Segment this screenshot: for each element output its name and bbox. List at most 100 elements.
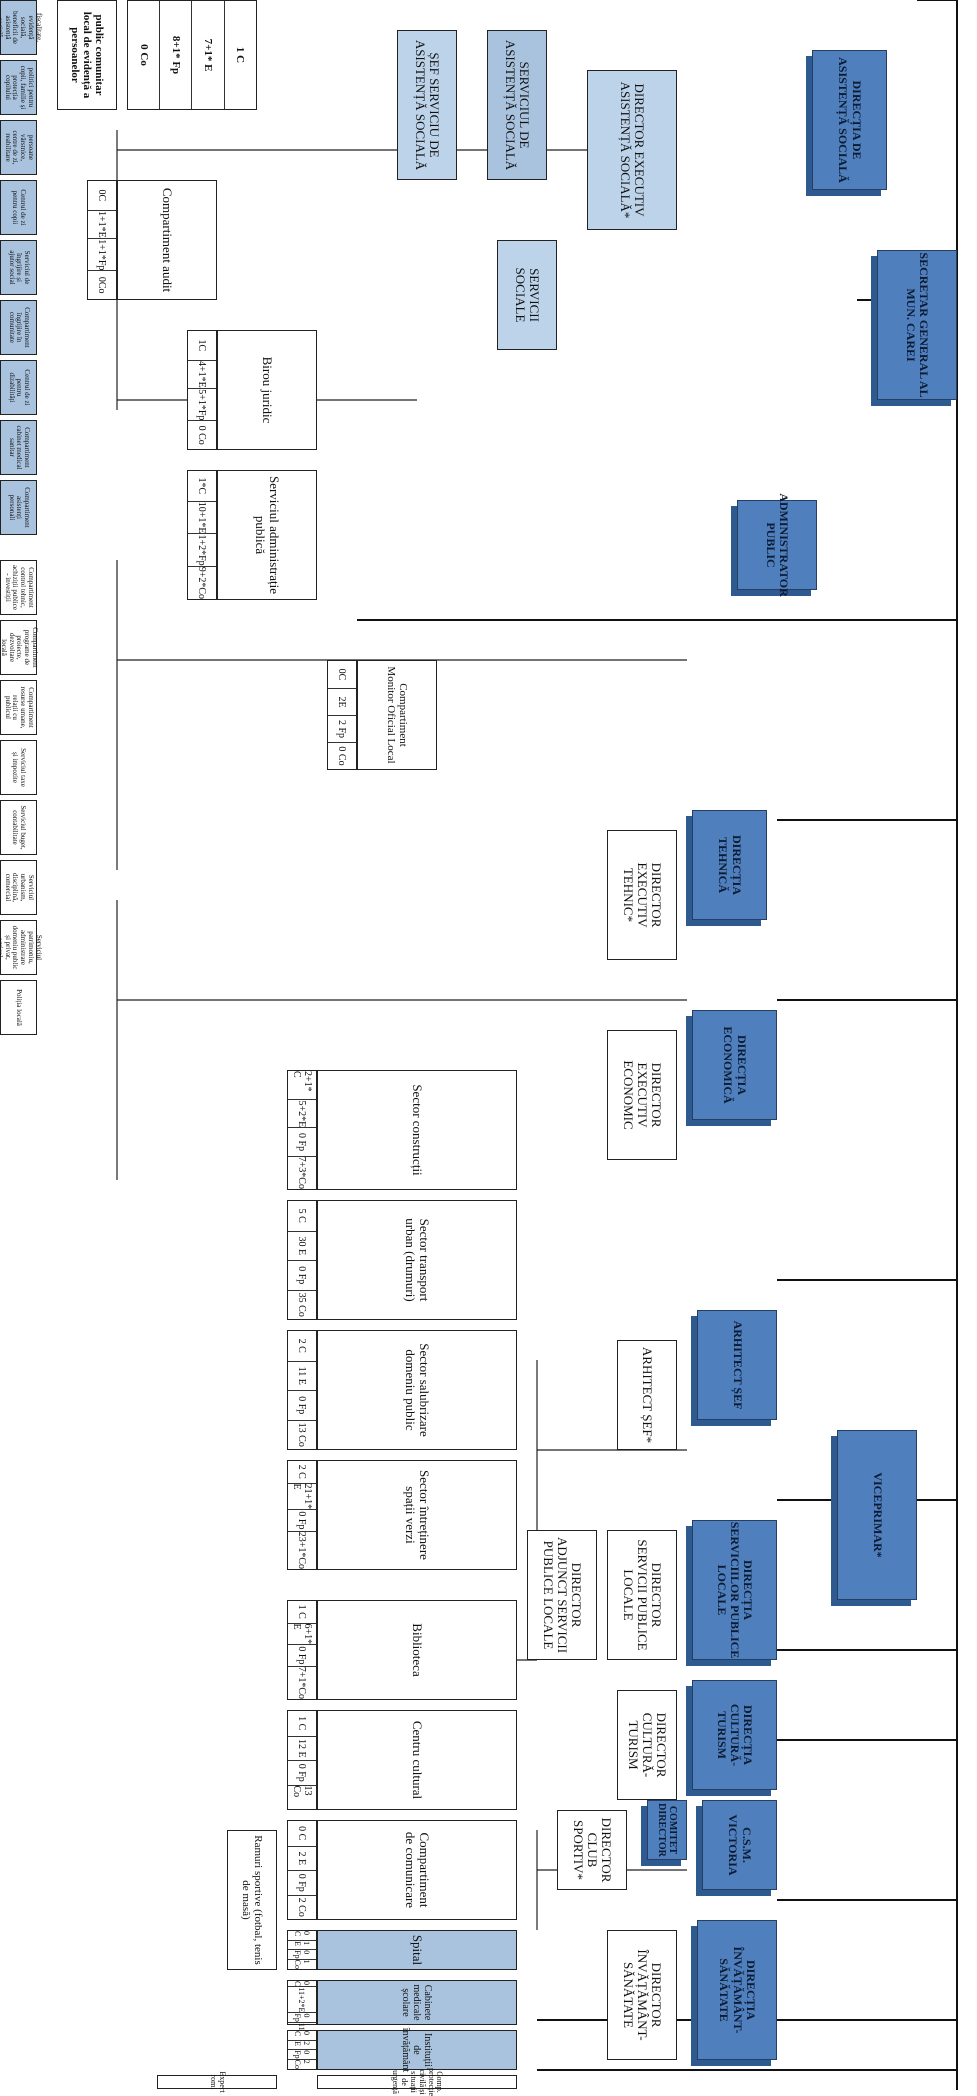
count: 0 C	[296, 1826, 308, 1841]
count: 1 C	[296, 1716, 308, 1731]
servicii-sociale: SERVICII SOCIALE	[497, 240, 557, 350]
count: 0 Fp	[288, 1390, 316, 1420]
count: 1 E	[288, 1940, 316, 1950]
unit-comitet-director: COMITET DIRECTOR	[647, 1800, 687, 1860]
count: 10+1*E	[188, 500, 216, 534]
dept-spatii-verzi: Sector întreținere spații verzi	[317, 1460, 517, 1570]
count: 0 Fp	[288, 2049, 316, 2059]
count: 1+2*Fp	[188, 533, 216, 566]
partial-box: Compartiment programe de proiecte, dezvo…	[0, 620, 39, 675]
count: 0 Fp	[288, 1509, 316, 1531]
count: 2 Co	[288, 1894, 316, 1919]
count: 2+1* C	[291, 1071, 313, 1092]
unit-viceprimar: VICEPRIMAR*	[837, 1430, 917, 1600]
director-asistenta: DIRECTOR EXECUTIV ASISTENȚĂ SOCIALĂ*	[587, 70, 677, 230]
dept-centru-cultural: Centru cultural	[317, 1710, 517, 1810]
partial-box: Centrul de zi pentru dizabilități	[0, 360, 37, 415]
dept-cabinete-counts: 0 C11+2*E0 Fp11+2*Co	[287, 1980, 317, 2053]
count: 1C	[196, 339, 208, 352]
partial-box: Serviciul buget, contabilitate	[0, 800, 37, 855]
partial-box: Compartiment asistenți personali	[0, 480, 37, 535]
partial-box: Compartiment control tehnic, achiziții p…	[0, 560, 37, 615]
director-servicii-publice: DIRECTOR SERVICII PUBLICE LOCALE	[607, 1530, 677, 1660]
count: 0 Fp	[288, 1127, 316, 1156]
count: 9+2*Co	[188, 565, 216, 599]
partial-box: Serviciul taxe și impozite	[0, 740, 37, 795]
unit-csm-victoria: C.S.M. VICTORIA	[702, 1800, 777, 1890]
count: 21+1* E	[288, 1482, 316, 1510]
director-cultura: DIRECTOR CULTURĂ-TURISM	[617, 1690, 677, 1800]
public-record-title: public comunitar local de evidență a per…	[57, 0, 117, 110]
count: 0 C	[293, 1931, 311, 1937]
count: 0C	[336, 668, 348, 681]
count: 1 Co	[288, 1958, 316, 1969]
count: 0 C	[293, 2031, 311, 2037]
unit-dir-asistenta: DIRECȚIA DE ASISTENȚĂ SOCIALĂ	[812, 50, 887, 190]
partial-box: persoane vârstnice, centre de zi, reabil…	[0, 120, 37, 175]
count-e: 7+1* E	[191, 1, 224, 109]
count-fp: 8+1* Fp	[159, 1, 192, 109]
count: 1+1*Fp	[88, 238, 116, 271]
count: 0 Fp	[288, 1260, 316, 1290]
partial-box: Compartiment cabinet medical sanitar	[0, 420, 37, 475]
partial-box: Poliția locală	[0, 980, 37, 1035]
dept-expert-romi: Expert romi	[157, 2071, 277, 2093]
dept-protectie: Comp. protecție civilă și situații de ur…	[317, 2068, 517, 2096]
unit-administrator-public: ADMINISTRATOR PUBLIC	[737, 493, 817, 597]
count-co: 0 Co	[137, 44, 150, 66]
count: 2 Co	[288, 2058, 316, 2069]
count: 35 Co	[288, 1289, 316, 1319]
count: 2 Fp	[328, 715, 356, 742]
partial-box: Serviciul patrimoniu, administrare domen…	[0, 920, 43, 975]
unit-dir-economica: DIRECȚIA ECONOMICĂ	[692, 1010, 777, 1120]
partial-box: fiscalitate, evidență socială, beneficii…	[0, 0, 43, 55]
count: 0 Co	[188, 420, 216, 449]
dept-transport: Sector transport urban (drumuri)	[317, 1200, 517, 1320]
count: 5 C	[296, 1208, 308, 1223]
partial-box: Serviciul de îngrijire și ajutor social	[0, 240, 37, 295]
count: 0 Fp	[288, 1949, 316, 1959]
director-invatamant: DIRECTOR ÎNVĂȚĂMÂNT-SĂNĂTATE	[607, 1930, 677, 2060]
serviciul-asistenta: SERVICIUL DE ASISTENȚĂ SOCIALĂ	[487, 30, 547, 180]
count: 1+1*E	[88, 209, 116, 239]
partial-box: Compartiment îngrijire în comunitate	[0, 300, 37, 355]
count: 12 E	[288, 1735, 316, 1760]
count: 11 E	[288, 1360, 316, 1390]
count: 2 E	[288, 2040, 316, 2050]
dept-administratie: Serviciul administrație publică	[217, 470, 317, 600]
director-adjunct: DIRECTOR ADJUNCT SERVICII PUBLICE LOCALE	[527, 1530, 597, 1660]
count: 5+2*E	[288, 1099, 316, 1128]
director-club: DIRECTOR CLUB SPORTIV*	[557, 1810, 627, 1890]
count: 0 Fp	[288, 1870, 316, 1895]
count: 13 Co	[288, 1419, 316, 1449]
dept-monitor: Compartiment Monitor Oficial Local	[357, 660, 437, 770]
count: 1 C	[296, 1604, 308, 1619]
dept-juridic: Birou juridic	[217, 330, 317, 450]
dept-biblioteca: Biblioteca	[317, 1600, 517, 1700]
count: 5+1*Fp	[188, 388, 216, 421]
dept-audit: Compartiment audit	[117, 180, 217, 300]
count: 0 Co	[328, 742, 356, 769]
arhitect-director: ARHITECT ȘEF*	[617, 1340, 677, 1450]
unit-arhitect-sef: ARHITECT ȘEF	[697, 1310, 777, 1420]
unit-dir-invatamant: DIRECȚIA ÎNVĂȚĂMÂNT-SĂNĂTATE	[697, 1920, 777, 2060]
count: 13 Co	[288, 1784, 316, 1809]
count: 0 Fp	[288, 1760, 316, 1785]
public-record-counts: 1 C 7+1* E 8+1* Fp 0 Co	[127, 0, 257, 110]
partial-box: Centrul de zi pentru copii	[0, 180, 37, 235]
count: 0C	[96, 189, 108, 202]
partial-box: Compartiment resurse umane, relații cu p…	[0, 680, 37, 735]
count: 0 Fp	[288, 2012, 316, 2022]
dept-constructii: Sector construcții	[317, 1070, 517, 1190]
unit-dir-tehnica: DIRECȚIA TEHNICĂ	[692, 810, 767, 920]
